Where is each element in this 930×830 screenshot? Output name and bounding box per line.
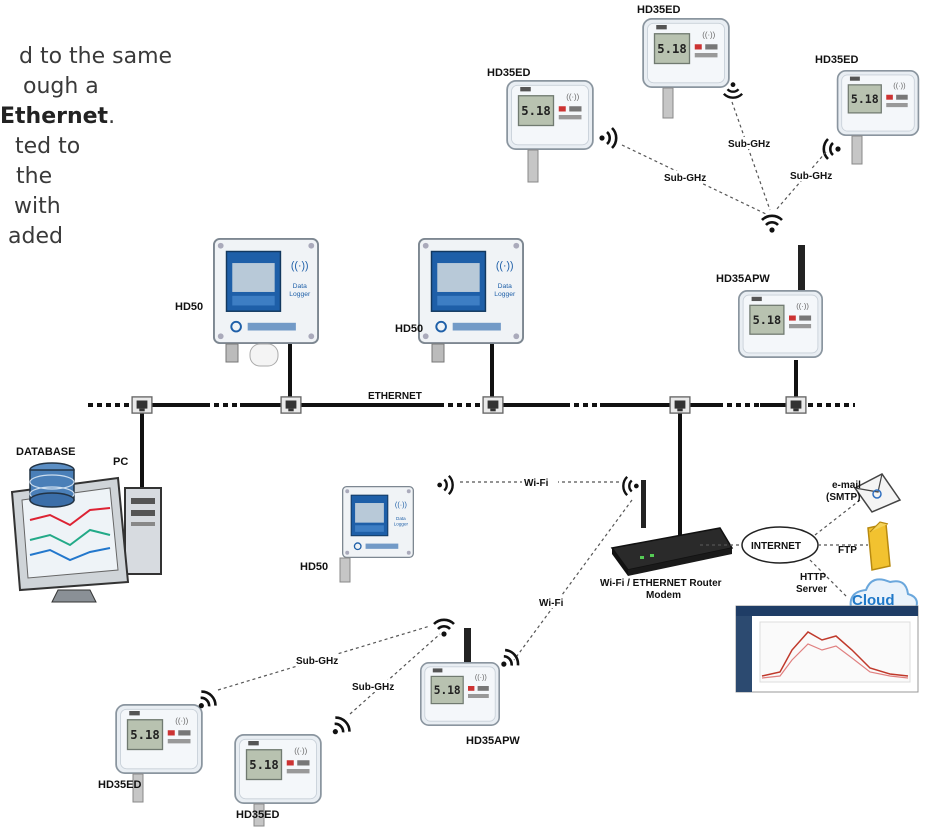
wifi-2-bg bbox=[538, 596, 572, 608]
hd35ed-bottom-left-probe bbox=[132, 773, 144, 803]
ftp-folder-icon bbox=[867, 521, 891, 571]
jack-hd50-b bbox=[482, 396, 504, 414]
hd35ed-bottom-right-probe bbox=[253, 803, 265, 827]
hd35ed-bottom-left-label: HD35ED bbox=[98, 779, 141, 791]
http-label-line2: Server bbox=[796, 584, 827, 595]
pc-label: PC bbox=[113, 456, 128, 468]
hd50-c-probe bbox=[339, 557, 351, 583]
web-dashboard-thumbnail bbox=[735, 605, 919, 693]
router-label-line1: Wi-Fi / ETHERNET Router bbox=[600, 578, 722, 589]
cloud-icon bbox=[849, 578, 918, 613]
hd35ed-top-left-device bbox=[506, 80, 594, 150]
subghz-4-label: Sub-GHz bbox=[296, 656, 338, 667]
wireless-icon-top-right bbox=[822, 137, 842, 161]
router-device bbox=[610, 480, 734, 576]
hd50-b-label: HD50 bbox=[395, 323, 423, 335]
intro-line-5: the bbox=[16, 164, 53, 189]
hd50-a-label: HD50 bbox=[175, 301, 203, 313]
hd50-a-sensor bbox=[225, 343, 239, 363]
hd35apw-top-antenna bbox=[798, 245, 805, 295]
hd35ed-bottom-right-device bbox=[234, 734, 322, 804]
intro-line-7: aded bbox=[8, 224, 63, 249]
wifi-1-bg bbox=[522, 476, 558, 488]
wireless-icon-hd35apw-bottom-top bbox=[432, 618, 456, 638]
jack-router bbox=[669, 396, 691, 414]
hd50-c-label: HD50 bbox=[300, 561, 328, 573]
ethernet-drops bbox=[140, 340, 798, 545]
intro-line-3-tail: . bbox=[108, 104, 116, 129]
subghz-2-label: Sub-GHz bbox=[728, 139, 770, 150]
hd35ed-top-right-device bbox=[836, 70, 920, 136]
hd35ed-top-center-device bbox=[642, 18, 730, 88]
hd50-c-device bbox=[341, 486, 415, 558]
hd35apw-bottom-antenna bbox=[464, 628, 471, 670]
intro-line-1: d to the same bbox=[19, 44, 173, 69]
internet-label: INTERNET bbox=[751, 541, 801, 552]
cloud-label: Cloud bbox=[852, 592, 895, 609]
ftp-label: FTP bbox=[838, 545, 857, 556]
internet-service-links bbox=[809, 499, 868, 599]
http-label-line1: HTTP bbox=[800, 572, 826, 583]
database-icon bbox=[29, 462, 75, 508]
hd50-b-device bbox=[418, 238, 524, 344]
hd35apw-bottom-device bbox=[419, 662, 501, 726]
hd50-a-probe bbox=[249, 343, 279, 367]
intro-ethernet-bold: Ethernet bbox=[0, 104, 109, 129]
hd35ed-top-center-probe bbox=[662, 87, 674, 119]
subghz-2-bg bbox=[726, 137, 774, 149]
hd35ed-top-left-label: HD35ED bbox=[487, 67, 530, 79]
email-label-line2: (SMTP) bbox=[826, 492, 860, 503]
hd35ed-bottom-right-label: HD35ED bbox=[236, 809, 279, 821]
hd35ed-top-right-label: HD35ED bbox=[815, 54, 858, 66]
hd35ed-top-right-probe bbox=[851, 135, 863, 165]
intro-line-2: ough a bbox=[23, 74, 99, 99]
hd50-a-device bbox=[213, 238, 319, 344]
wireless-icon-router bbox=[622, 475, 640, 497]
intro-line-4: ted to bbox=[15, 134, 81, 159]
wireless-icon-top-left bbox=[598, 126, 618, 150]
subghz-5-label: Sub-GHz bbox=[352, 682, 394, 693]
wifi-1-label: Wi-Fi bbox=[524, 478, 549, 489]
wifi-2-label: Wi-Fi bbox=[539, 598, 564, 609]
hd35ed-bottom-left-device bbox=[115, 704, 203, 774]
subghz-1-bg bbox=[662, 171, 710, 183]
hd35ed-top-left-probe bbox=[527, 149, 539, 183]
subghz-4-bg bbox=[294, 654, 342, 666]
hd35apw-top-device bbox=[737, 290, 824, 358]
wireless-icon-hd50-c bbox=[436, 474, 454, 496]
subghz-1-label: Sub-GHz bbox=[664, 173, 706, 184]
subghz-links-bottom bbox=[217, 625, 441, 715]
subghz-links-top bbox=[621, 101, 827, 216]
database-label: DATABASE bbox=[16, 446, 75, 458]
jack-hd35apw-top bbox=[785, 396, 807, 414]
hd35ed-top-center-label: HD35ED bbox=[637, 4, 680, 16]
wireless-icon-hd35apw-top bbox=[760, 214, 784, 234]
hd35apw-bottom-label: HD35APW bbox=[466, 735, 520, 747]
jack-hd50-a bbox=[280, 396, 302, 414]
intro-line-6: with bbox=[14, 194, 61, 219]
hd50-b-sensor bbox=[431, 343, 445, 363]
intro-text: d to the same ough a Ethernet. ted to th… bbox=[0, 42, 360, 252]
jack-pc bbox=[131, 396, 153, 414]
ethernet-label: ETHERNET bbox=[368, 391, 422, 402]
subghz-5-bg bbox=[350, 680, 398, 692]
hd35apw-top-label: HD35APW bbox=[716, 273, 770, 285]
wireless-icon-hd35ed-bottom-right bbox=[325, 713, 354, 742]
router-label-line2: Modem bbox=[646, 590, 681, 601]
email-label-line1: e-mail bbox=[832, 480, 861, 491]
subghz-3-label: Sub-GHz bbox=[790, 171, 832, 182]
envelope-icon bbox=[853, 473, 902, 513]
subghz-3-bg bbox=[788, 169, 836, 181]
